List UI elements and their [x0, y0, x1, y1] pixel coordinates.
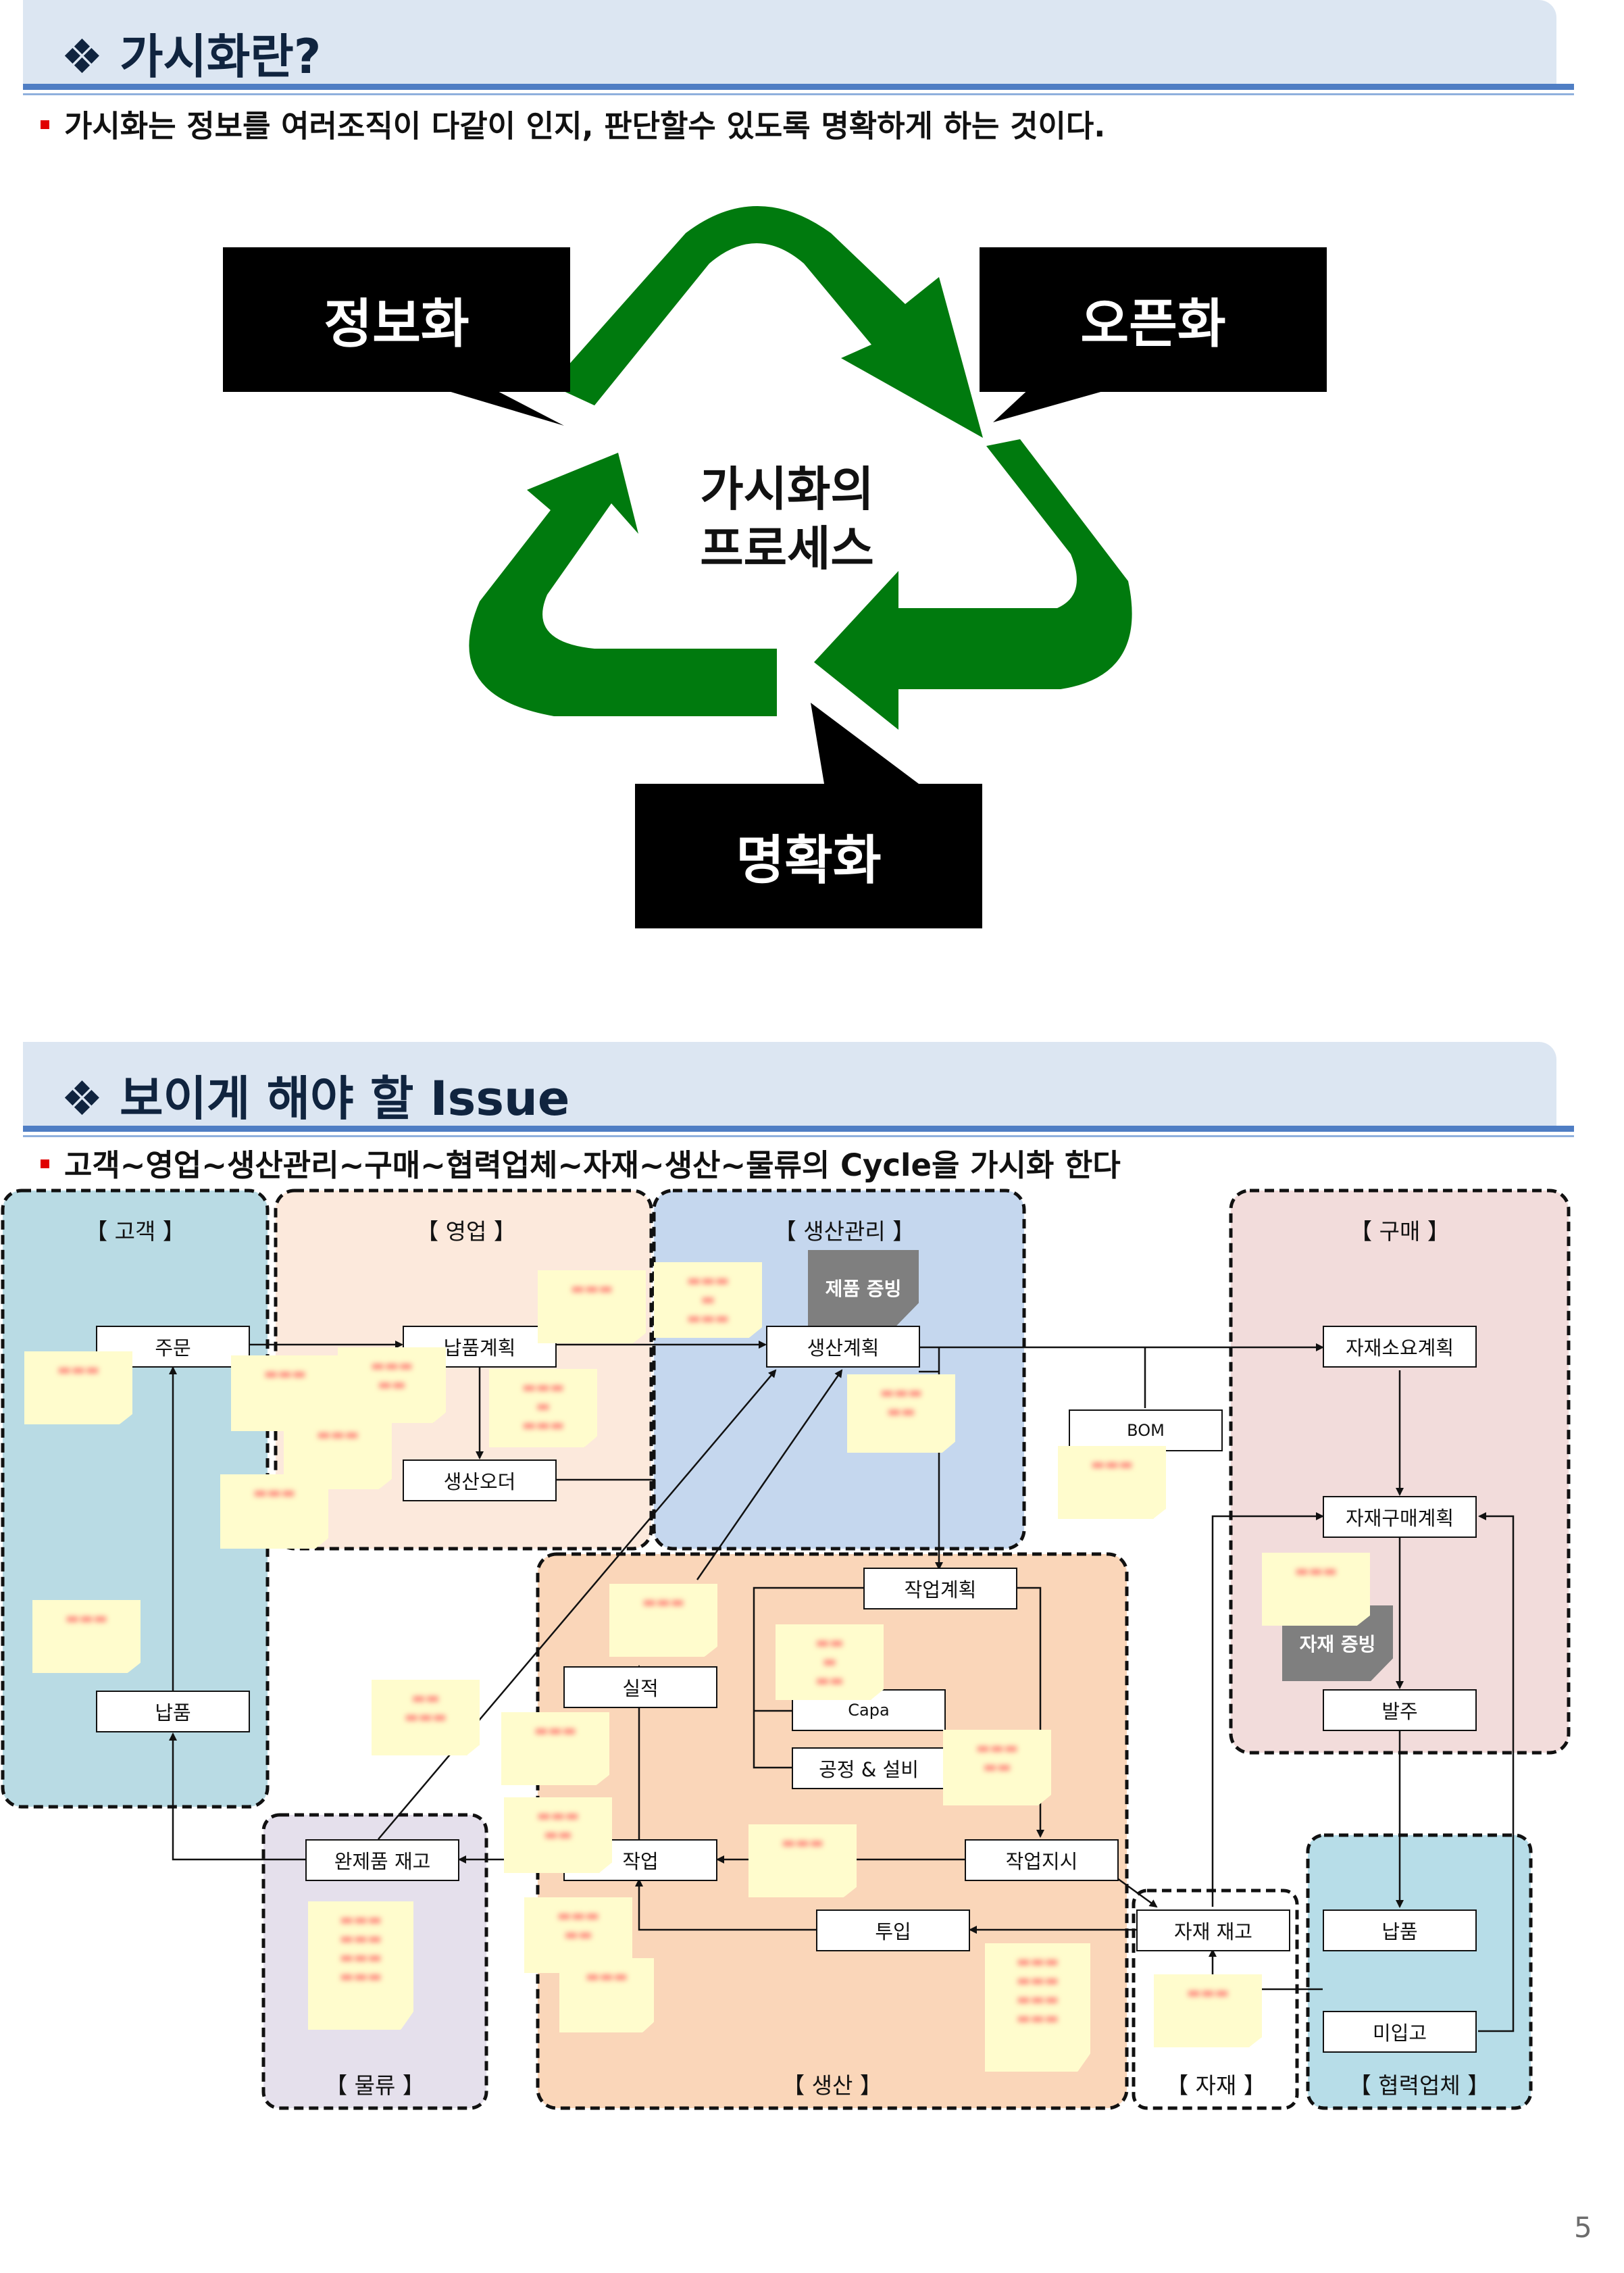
sticky-note: ▬▬▬▬▬▬▬▬▬▬▬▬	[308, 1901, 413, 2030]
section1-title: ❖ 가시화란?	[61, 29, 322, 84]
sticky-note: ▬▬▬▬▬	[943, 1730, 1051, 1805]
node-work-instruction: 작업지시	[965, 1839, 1119, 1881]
sticky-note: ▬▬▬▬▬	[847, 1374, 955, 1453]
edge-finished-customerdelivery	[169, 1732, 305, 1861]
section1-header-rule-thin	[23, 93, 1574, 95]
node-purchase-order: 발주	[1323, 1689, 1477, 1731]
center-line-1: 가시화의	[700, 461, 874, 517]
node-process-equipment: 공정 & 설비	[792, 1747, 946, 1789]
label-clear: 명확화	[635, 784, 982, 928]
callout-tail-clear	[811, 703, 919, 784]
edge-input-work	[635, 1878, 817, 1931]
sticky-note: ▬▬▬	[609, 1584, 717, 1657]
page-number: 5	[1574, 2211, 1592, 2244]
lane-title-material: 【 자재 】	[1166, 2072, 1266, 2099]
sticky-note: ▬▬▬▬▬▬▬	[654, 1262, 762, 1338]
node-material-inventory: 자재 재고	[1136, 1909, 1290, 1951]
sticky-note: ▬▬▬	[1154, 1974, 1262, 2047]
recycle-center-text: 가시화의 프로세스	[672, 459, 902, 578]
sticky-note: ▬▬▬	[748, 1824, 857, 1897]
node-supplier-delivery: 납품	[1323, 1909, 1477, 1951]
edge-instruction-matinv	[1117, 1877, 1158, 1908]
sticky-note: ▬▬▬	[559, 1958, 654, 2032]
bullet-square-icon	[41, 1159, 49, 1168]
node-input: 투입	[816, 1909, 970, 1951]
lane-title-purchase: 【 구매 】	[1350, 1218, 1450, 1245]
section1-bullet: 가시화는 정보를 여러조직이 다같이 인지, 판단할수 있도록 명확하게 하는 …	[41, 101, 1105, 145]
node-production-plan: 생산계획	[766, 1326, 920, 1368]
sticky-note: ▬▬▬	[220, 1474, 328, 1549]
sticky-note: ▬▬▬▬▬	[338, 1347, 446, 1423]
label-open: 오픈화	[980, 247, 1327, 392]
edge-matinv-purchaseplan	[1211, 1512, 1324, 1907]
label-info: 정보화	[223, 247, 570, 392]
recycle-arrow-bottom	[814, 439, 1132, 730]
edge-workplan-left	[753, 1587, 863, 1769]
sticky-note: ▬▬▬▬▬▬▬▬▬▬▬▬	[985, 1943, 1090, 2072]
node-bom: BOM	[1069, 1409, 1223, 1451]
sticky-note: ▬▬▬▬▬	[776, 1624, 884, 1700]
bullet-square-icon	[41, 120, 49, 129]
sticky-note: ▬▬▬	[24, 1351, 132, 1424]
lane-title-logistics: 【 물류 】	[325, 2072, 425, 2099]
sticky-note: ▬▬▬	[32, 1600, 141, 1673]
sticky-note: ▬▬▬▬▬	[504, 1797, 612, 1873]
node-work-plan: 작업계획	[863, 1568, 1017, 1609]
node-customer-delivery: 납품	[96, 1691, 250, 1732]
section2-title: ❖ 보이게 해야 할 Issue	[61, 1071, 570, 1126]
edge-finished-prodplan	[378, 1369, 777, 1840]
node-actual: 실적	[563, 1666, 717, 1708]
edge-notreceived-purchaseplan	[1478, 1512, 1515, 2032]
sticky-note: ▬▬▬	[538, 1270, 646, 1343]
section2-header-rule	[23, 1126, 1574, 1132]
lane-title-customer: 【 고객 】	[85, 1218, 185, 1245]
sticky-note: ▬▬▬	[1058, 1446, 1166, 1519]
node-not-received: 미입고	[1323, 2011, 1477, 2053]
section1-header-rule	[23, 84, 1574, 90]
sticky-note: ▬▬▬▬▬	[372, 1680, 480, 1755]
lane-title-prod-mgmt: 【 생산관리 】	[773, 1218, 915, 1245]
lane-title-sales: 【 영업 】	[416, 1218, 516, 1245]
lane-title-partner: 【 협력업체 】	[1348, 2072, 1490, 2099]
recycle-diagram	[405, 206, 1148, 784]
recycle-arrow-top	[551, 206, 983, 438]
sticky-note: ▬▬▬▬▬▬▬	[489, 1369, 597, 1447]
edge-actual-prodplan	[696, 1369, 843, 1580]
section2-bullet-text: 고객~영업~생산관리~구매~협력업체~자재~생산~물류의 Cycle을 가시화 …	[64, 1147, 1121, 1183]
tag-product-evidence: 제품 증빙	[808, 1250, 919, 1326]
center-line-2: 프로세스	[700, 521, 874, 576]
section1-header	[23, 0, 1556, 84]
recycle-arrows-icon	[469, 206, 1132, 730]
recycle-arrow-left	[469, 453, 777, 716]
node-finished-inventory: 완제품 재고	[305, 1839, 459, 1881]
node-production-order: 생산오더	[403, 1459, 557, 1501]
node-mrp: 자재소요계획	[1323, 1326, 1477, 1368]
section2-bullet: 고객~영업~생산관리~구매~협력업체~자재~생산~물류의 Cycle을 가시화 …	[41, 1141, 1121, 1184]
section1-bullet-text: 가시화는 정보를 여러조직이 다같이 인지, 판단할수 있도록 명확하게 하는 …	[64, 108, 1106, 144]
sticky-note: ▬▬▬	[1262, 1553, 1370, 1626]
sticky-note: ▬▬▬	[501, 1712, 609, 1785]
node-purchase-plan: 자재구매계획	[1323, 1496, 1477, 1538]
section2-header	[23, 1042, 1556, 1126]
lane-title-production: 【 생산 】	[782, 2072, 882, 2099]
section2-header-rule-thin	[23, 1135, 1574, 1137]
